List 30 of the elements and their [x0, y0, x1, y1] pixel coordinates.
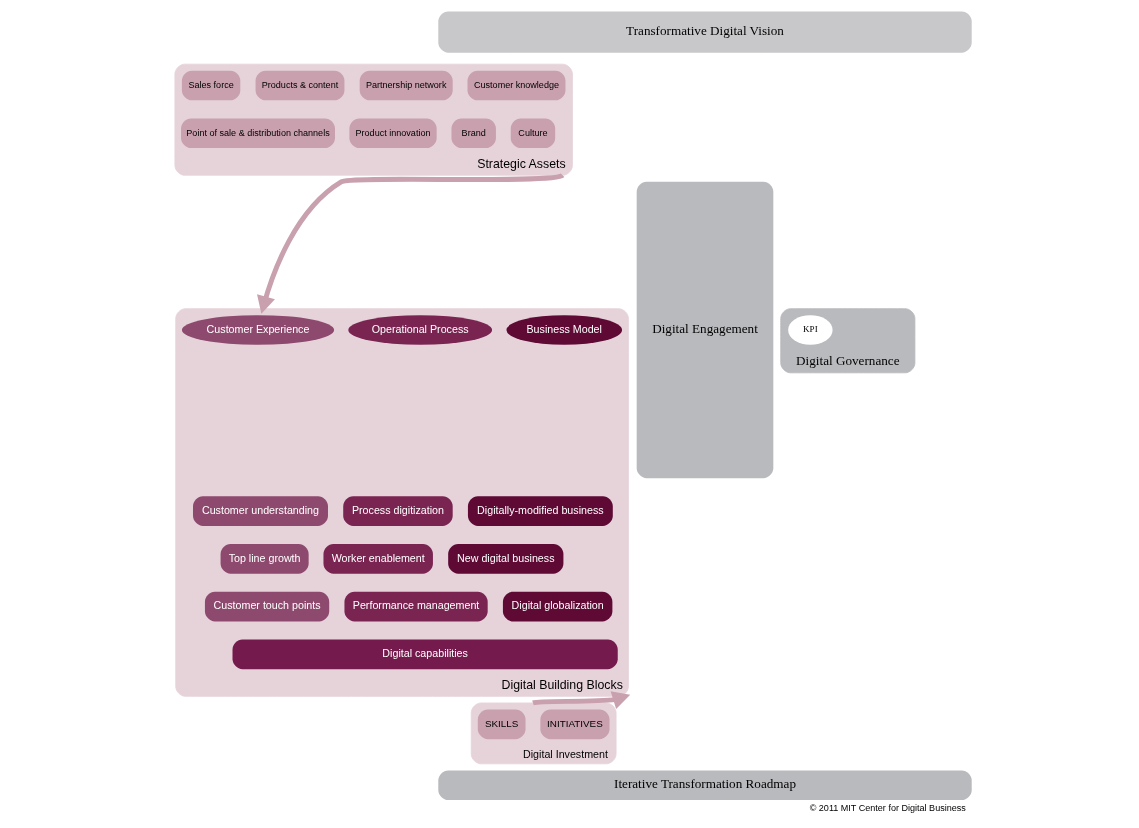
- node-box: Transformative Digital Vision: [437, 11, 972, 53]
- node-box: Products & content: [255, 70, 344, 101]
- node-box: Customer touch points: [204, 591, 329, 622]
- node-box: Iterative Transformation Roadmap: [437, 770, 972, 801]
- node-ellipse: Operational Process: [347, 315, 492, 345]
- node-box: Customer understanding: [192, 496, 328, 526]
- arrow: [531, 691, 630, 709]
- node-box: New digital business: [447, 544, 563, 574]
- node-box: Product innovation: [348, 118, 437, 149]
- node-box: Digitally-modified business: [467, 496, 613, 526]
- node-box: Process digitization: [342, 496, 453, 526]
- node-box: Digital globalization: [502, 591, 612, 622]
- node-box: Digital Engagement: [636, 181, 773, 479]
- node-box: Performance management: [343, 591, 488, 622]
- node-box: Point of sale & distribution channels: [180, 118, 335, 149]
- node-box: SKILLS: [477, 709, 526, 740]
- node-box: Digital capabilities: [232, 639, 618, 670]
- node-box: Worker enablement: [322, 544, 433, 574]
- node-box: INITIATIVES: [539, 709, 609, 740]
- node-box: Customer knowledge: [467, 70, 565, 101]
- node-box: Brand: [450, 118, 496, 149]
- node-ellipse: KPI: [787, 315, 833, 345]
- node-ellipse: Business Model: [505, 315, 622, 345]
- arrow: [256, 172, 563, 314]
- node-box: Sales force: [181, 70, 240, 101]
- node-box: Top line growth: [220, 544, 309, 574]
- caption: © 2011 MIT Center for Digital Business: [809, 802, 966, 813]
- node-box: Partnership network: [359, 70, 453, 101]
- node-ellipse: Customer Experience: [181, 315, 334, 345]
- node-box: Culture: [510, 118, 555, 149]
